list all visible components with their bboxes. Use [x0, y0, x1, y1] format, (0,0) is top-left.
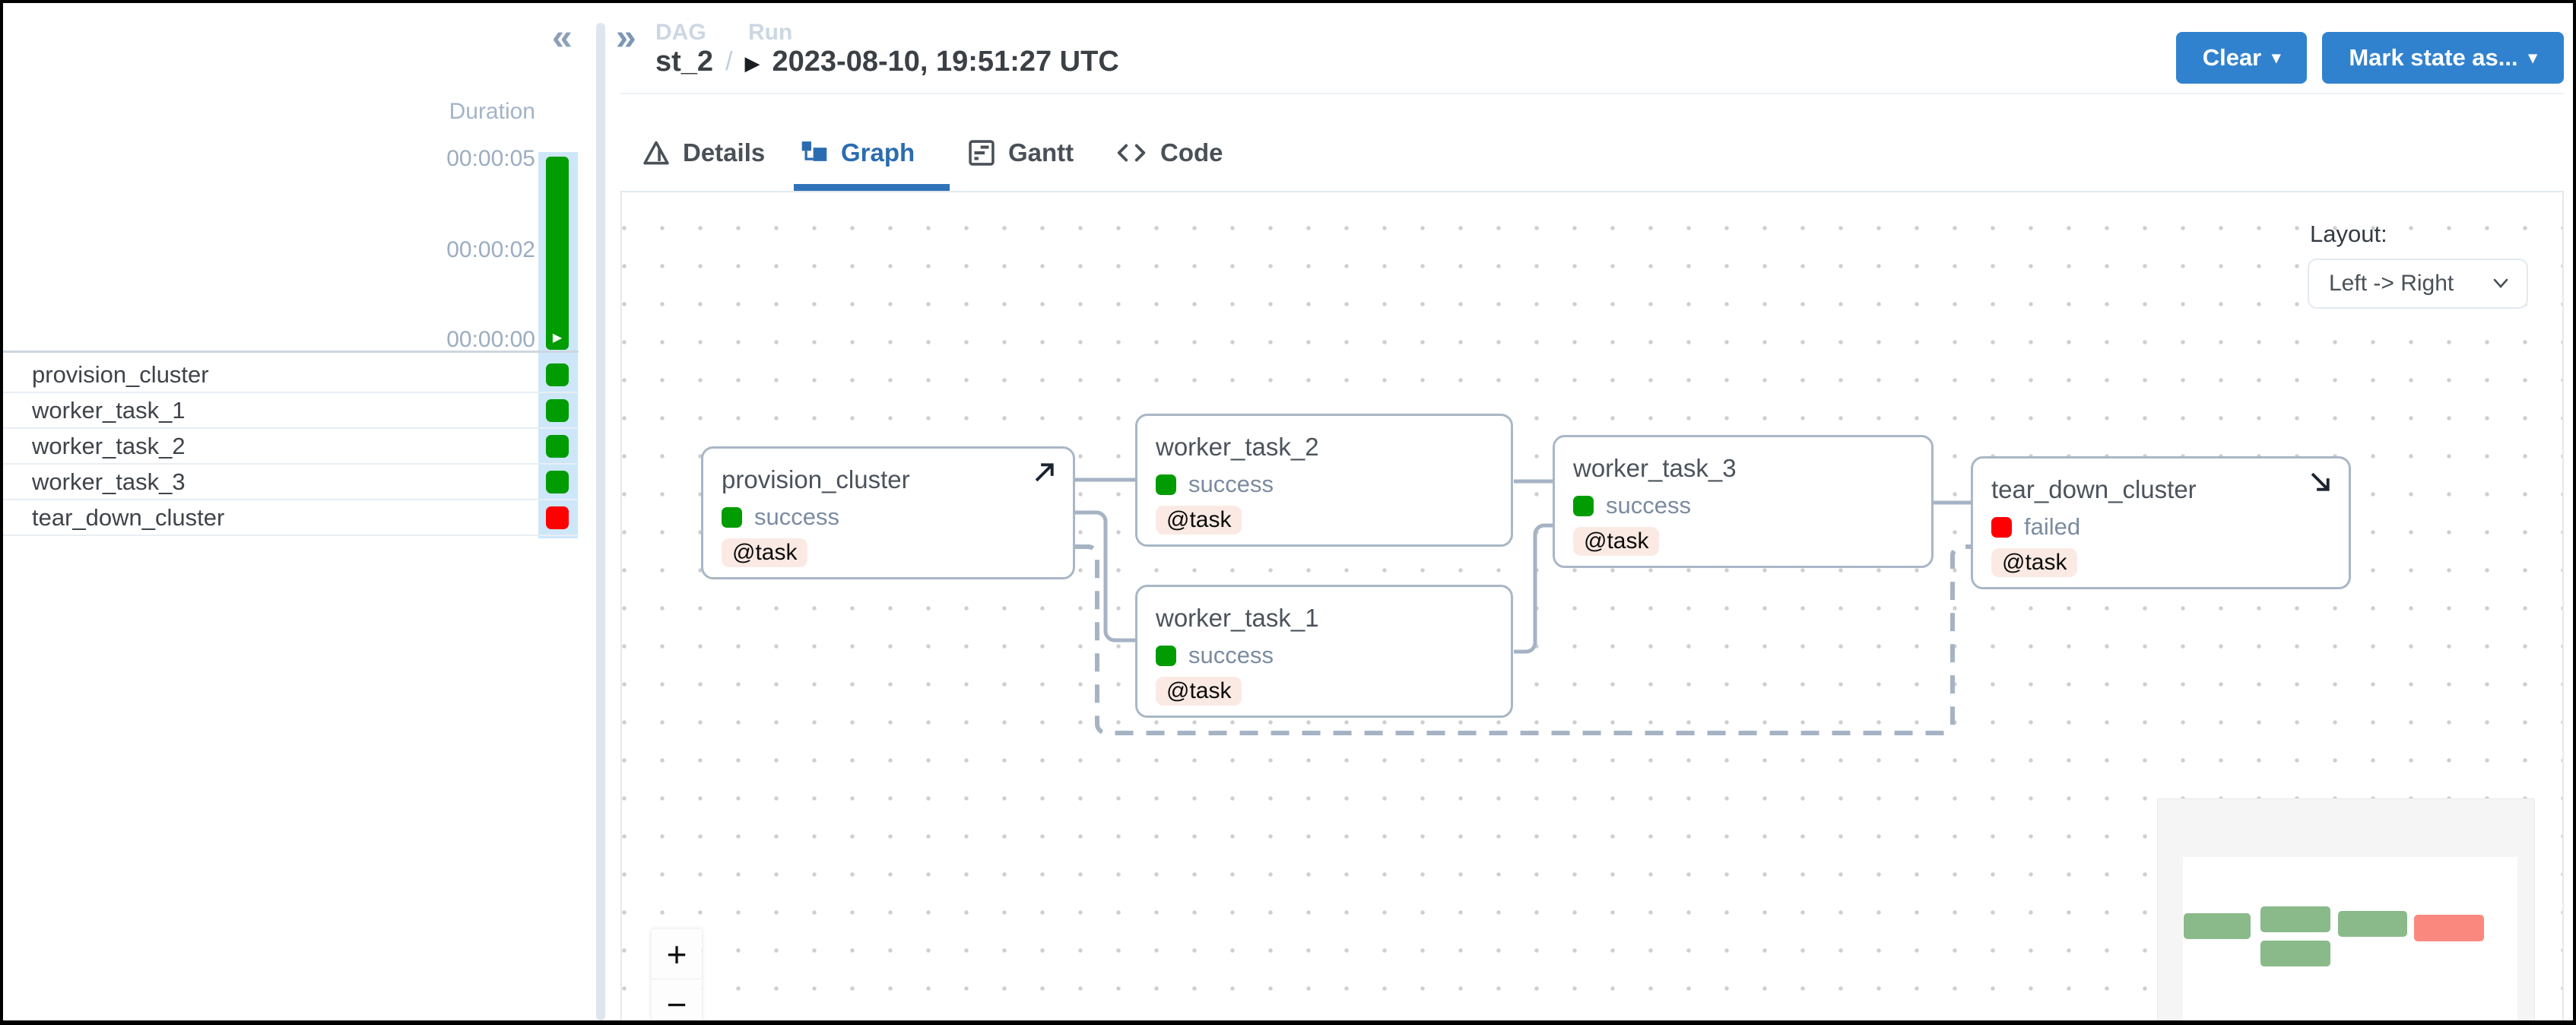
tab-graph[interactable]: Graph [800, 134, 915, 172]
node-status-label: success [1188, 642, 1274, 668]
dag-id-link[interactable]: st_2 [655, 46, 714, 78]
task-decorator-badge: @task [1991, 548, 2078, 577]
main-content: « Duration 00:00:05 00:00:02 00:00:00 ▶ … [3, 3, 2573, 1020]
duration-axis-label: Duration [449, 99, 535, 124]
edge-provision-to-wt1 [1075, 510, 1135, 643]
grid-header-divider [3, 351, 579, 353]
collapse-panel-icon[interactable]: « [552, 17, 573, 58]
task-instance-status-square[interactable] [546, 435, 569, 458]
run-id-link[interactable]: 2023-08-10, 19:51:27 UTC [772, 46, 1119, 78]
task-row[interactable]: provision_cluster [3, 357, 579, 393]
grid-panel: « Duration 00:00:05 00:00:02 00:00:00 ▶ … [3, 3, 595, 1020]
graph-icon [801, 141, 827, 161]
tab-label: Gantt [1008, 138, 1074, 167]
layout-selected-value: Left -> Right [2329, 271, 2454, 296]
node-status-label: success [754, 503, 839, 530]
task-decorator-badge: @task [1156, 677, 1242, 706]
run-type-play-icon: ▶ [552, 332, 563, 344]
task-row[interactable]: tear_down_cluster [3, 500, 579, 536]
graph-node-worker-task-1[interactable]: worker_task_1 success @task [1135, 585, 1513, 718]
minimap-node [2260, 941, 2330, 966]
edge-wt1-to-wt3 [1514, 523, 1553, 654]
node-title: worker_task_3 [1573, 454, 1737, 482]
task-decorator-badge: @task [1156, 506, 1242, 535]
teardown-task-arrow-icon [2311, 472, 2330, 491]
clear-button-label: Clear [2202, 44, 2262, 71]
task-instance-status-square[interactable] [546, 399, 569, 422]
zoom-out-button[interactable]: − [652, 979, 702, 1020]
expand-panel-icon[interactable]: » [616, 17, 636, 58]
layout-label: Layout: [2310, 221, 2387, 247]
minimap-node [2338, 911, 2407, 937]
panel-resize-handle[interactable] [596, 23, 605, 1020]
node-status-label: success [1188, 471, 1274, 497]
graph-node-provision-cluster[interactable]: provision_cluster success @task [701, 446, 1075, 579]
task-row[interactable]: worker_task_1 [3, 393, 579, 429]
run-type-icon: ▶ [744, 52, 760, 75]
task-decorator-badge: @task [1573, 527, 1660, 556]
task-instance-status-square[interactable] [546, 471, 569, 493]
graph-edges [1075, 478, 1971, 735]
mark-state-as-button[interactable]: Mark state as... ▾ [2322, 32, 2564, 84]
node-status-square [1156, 474, 1176, 495]
setup-task-arrow-icon [1035, 463, 1054, 482]
node-title: tear_down_cluster [1991, 475, 2197, 503]
tab-gantt[interactable]: Gantt [967, 134, 1074, 172]
breadcrumb-separator: / [725, 47, 733, 76]
task-row[interactable]: worker_task_2 [3, 429, 579, 465]
dag-run-duration-bar[interactable]: ▶ [546, 157, 569, 350]
active-tab-indicator [794, 184, 950, 191]
tab-label: Details [683, 138, 766, 167]
details-triangle-icon [643, 141, 669, 165]
zoom-controls: + − [652, 929, 702, 1020]
header-divider [620, 93, 2564, 94]
node-status-square [722, 506, 742, 528]
layout-direction-select[interactable]: Left -> Right [2308, 259, 2528, 309]
breadcrumb-dag-label: DAG [655, 20, 706, 45]
node-status-label: success [1606, 492, 1691, 519]
task-instance-status-square[interactable] [546, 363, 569, 386]
task-instance-status-square[interactable] [546, 506, 569, 529]
tab-label: Graph [841, 138, 915, 167]
node-status-square [1156, 645, 1176, 666]
minimap-node [2260, 906, 2330, 932]
graph-minimap[interactable] [2157, 798, 2535, 1020]
clear-button[interactable]: Clear ▾ [2176, 32, 2307, 84]
tab-label: Code [1160, 138, 1223, 167]
chevron-down-icon [2493, 278, 2508, 288]
duration-tick: 00:00:00 [446, 327, 535, 352]
node-status-square [1573, 495, 1594, 516]
duration-tick: 00:00:02 [446, 237, 535, 262]
graph-node-tear-down-cluster[interactable]: tear_down_cluster failed @task [1971, 456, 2351, 589]
minimap-node [2184, 913, 2251, 939]
breadcrumb-run-label: Run [748, 20, 793, 45]
breadcrumb: st_2 / ▶ 2023-08-10, 19:51:27 UTC [655, 46, 1119, 78]
chevron-down-icon: ▾ [2528, 48, 2537, 67]
node-title: provision_cluster [722, 465, 910, 493]
task-decorator-badge: @task [722, 538, 808, 567]
graph-node-worker-task-2[interactable]: worker_task_2 success @task [1135, 414, 1513, 547]
node-title: worker_task_1 [1156, 604, 1319, 632]
node-status-square [1991, 516, 2012, 538]
edge-setup-teardown-dashed [1075, 544, 1971, 735]
minimap-node [2414, 915, 2484, 941]
node-status-label: failed [2024, 513, 2081, 540]
task-row[interactable]: worker_task_3 [3, 465, 579, 500]
node-title: worker_task_2 [1156, 433, 1319, 461]
code-icon [1117, 144, 1146, 162]
graph-node-worker-task-3[interactable]: worker_task_3 success @task [1553, 435, 1934, 568]
tab-details[interactable]: Details [642, 134, 765, 172]
tab-code[interactable]: Code [1115, 134, 1223, 172]
mark-state-button-label: Mark state as... [2349, 44, 2518, 71]
duration-tick: 00:00:05 [446, 146, 535, 171]
chevron-down-icon: ▾ [2272, 48, 2281, 67]
zoom-in-button[interactable]: + [652, 929, 702, 979]
gantt-icon [969, 140, 995, 166]
